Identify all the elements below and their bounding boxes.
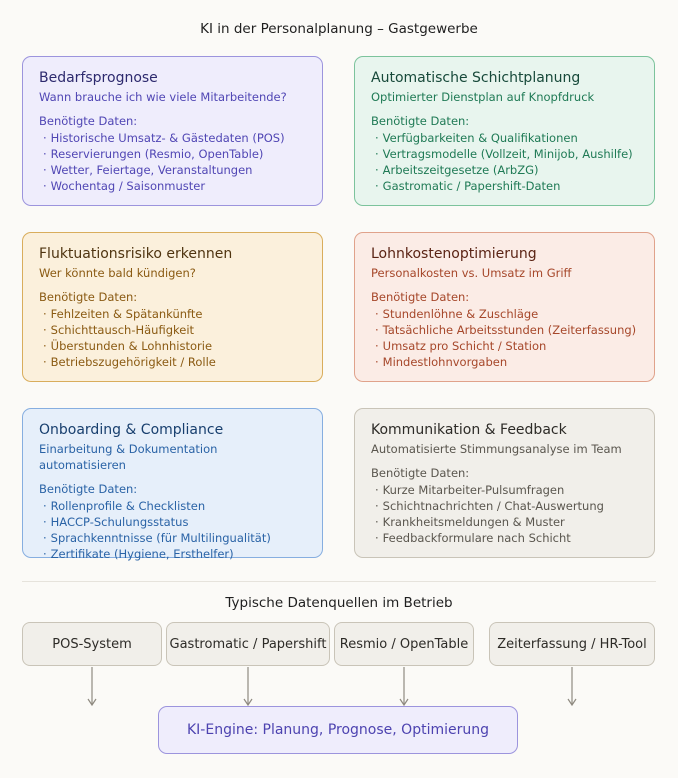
card-data-list: Historische Umsatz- & Gästedaten (POS) R… — [39, 130, 306, 194]
arrow-head-pos — [87, 698, 97, 707]
card-subtitle: Optimierter Dienstplan auf Knopfdruck — [371, 90, 595, 104]
card-lohnkosten: Lohnkostenoptimierung Personalkosten vs.… — [354, 232, 655, 382]
list-item: Verfügbarkeiten & Qualifikationen — [371, 130, 638, 146]
arrow-head-resmio — [399, 698, 409, 707]
card-required-label: Benötigte Daten: — [371, 466, 470, 480]
list-item: Zertifikate (Hygiene, Ersthelfer) — [39, 546, 306, 562]
list-item: Wetter, Feiertage, Veranstaltungen — [39, 162, 306, 178]
card-title: Automatische Schichtplanung — [371, 70, 581, 86]
list-item: Gastromatic / Papershift-Daten — [371, 178, 638, 194]
arrow-head-zeiterfassung — [567, 698, 577, 707]
card-schichtplanung: Automatische Schichtplanung Optimierter … — [354, 56, 655, 206]
source-resmio: Resmio / OpenTable — [334, 622, 474, 666]
section-divider — [22, 581, 656, 582]
card-kommunikation: Kommunikation & Feedback Automatisierte … — [354, 408, 655, 558]
card-onboarding: Onboarding & Compliance Einarbeitung & D… — [22, 408, 323, 561]
list-item: Rollenprofile & Checklisten — [39, 498, 306, 514]
card-title: Kommunikation & Feedback — [371, 422, 567, 438]
list-item: Schichtnachrichten / Chat-Auswertung — [371, 498, 638, 514]
list-item: Reservierungen (Resmio, OpenTable) — [39, 146, 306, 162]
list-item: Umsatz pro Schicht / Station — [371, 338, 638, 354]
card-data-list: Stundenlöhne & Zuschläge Tatsächliche Ar… — [371, 306, 638, 370]
card-fluktuationsrisiko: Fluktuationsrisiko erkennen Wer könnte b… — [22, 232, 323, 382]
list-item: Fehlzeiten & Spätankünfte — [39, 306, 306, 322]
card-required-label: Benötigte Daten: — [371, 114, 470, 128]
list-item: Vertragsmodelle (Vollzeit, Minijob, Aush… — [371, 146, 638, 162]
list-item: Sprachkenntnisse (für Multilingualität) — [39, 530, 306, 546]
card-subtitle: Einarbeitung & Dokumentation automatisie… — [39, 442, 218, 472]
card-required-label: Benötigte Daten: — [39, 482, 138, 496]
list-item: Feedbackformulare nach Schicht — [371, 530, 638, 546]
card-data-list: Rollenprofile & Checklisten HACCP-Schulu… — [39, 498, 306, 562]
card-subtitle: Automatisierte Stimmungsanalyse im Team — [371, 442, 622, 456]
list-item: Tatsächliche Arbeitsstunden (Zeiterfassu… — [371, 322, 638, 338]
sources-title: Typische Datenquellen im Betrieb — [225, 595, 453, 611]
list-item: Stundenlöhne & Zuschläge — [371, 306, 638, 322]
arrow-head-gastromatic — [243, 698, 253, 707]
ki-engine-box: KI-Engine: Planung, Prognose, Optimierun… — [158, 706, 518, 754]
card-title: Fluktuationsrisiko erkennen — [39, 246, 233, 262]
card-required-label: Benötigte Daten: — [39, 114, 138, 128]
card-title: Bedarfsprognose — [39, 70, 158, 86]
card-data-list: Fehlzeiten & Spätankünfte Schichttausch-… — [39, 306, 306, 370]
card-subtitle: Personalkosten vs. Umsatz im Griff — [371, 266, 572, 280]
source-pos-system: POS-System — [22, 622, 162, 666]
list-item: HACCP-Schulungsstatus — [39, 514, 306, 530]
card-title: Lohnkostenoptimierung — [371, 246, 537, 262]
list-item: Mindestlohnvorgaben — [371, 354, 638, 370]
list-item: Wochentag / Saisonmuster — [39, 178, 306, 194]
list-item: Betriebszugehörigkeit / Rolle — [39, 354, 306, 370]
list-item: Kurze Mitarbeiter-Pulsumfragen — [371, 482, 638, 498]
card-subtitle: Wer könnte bald kündigen? — [39, 266, 196, 280]
card-data-list: Verfügbarkeiten & Qualifikationen Vertra… — [371, 130, 638, 194]
card-data-list: Kurze Mitarbeiter-Pulsumfragen Schichtna… — [371, 482, 638, 546]
card-required-label: Benötigte Daten: — [39, 290, 138, 304]
source-gastromatic: Gastromatic / Papershift — [166, 622, 330, 666]
card-required-label: Benötigte Daten: — [371, 290, 470, 304]
list-item: Überstunden & Lohnhistorie — [39, 338, 306, 354]
list-item: Krankheitsmeldungen & Muster — [371, 514, 638, 530]
source-zeiterfassung: Zeiterfassung / HR-Tool — [489, 622, 655, 666]
card-title: Onboarding & Compliance — [39, 422, 224, 438]
page-title: KI in der Personalplanung – Gastgewerbe — [200, 21, 478, 37]
card-bedarfsprognose: Bedarfsprognose Wann brauche ich wie vie… — [22, 56, 323, 206]
list-item: Schichttausch-Häufigkeit — [39, 322, 306, 338]
list-item: Historische Umsatz- & Gästedaten (POS) — [39, 130, 306, 146]
card-subtitle: Wann brauche ich wie viele Mitarbeitende… — [39, 90, 287, 104]
list-item: Arbeitszeitgesetze (ArbZG) — [371, 162, 638, 178]
